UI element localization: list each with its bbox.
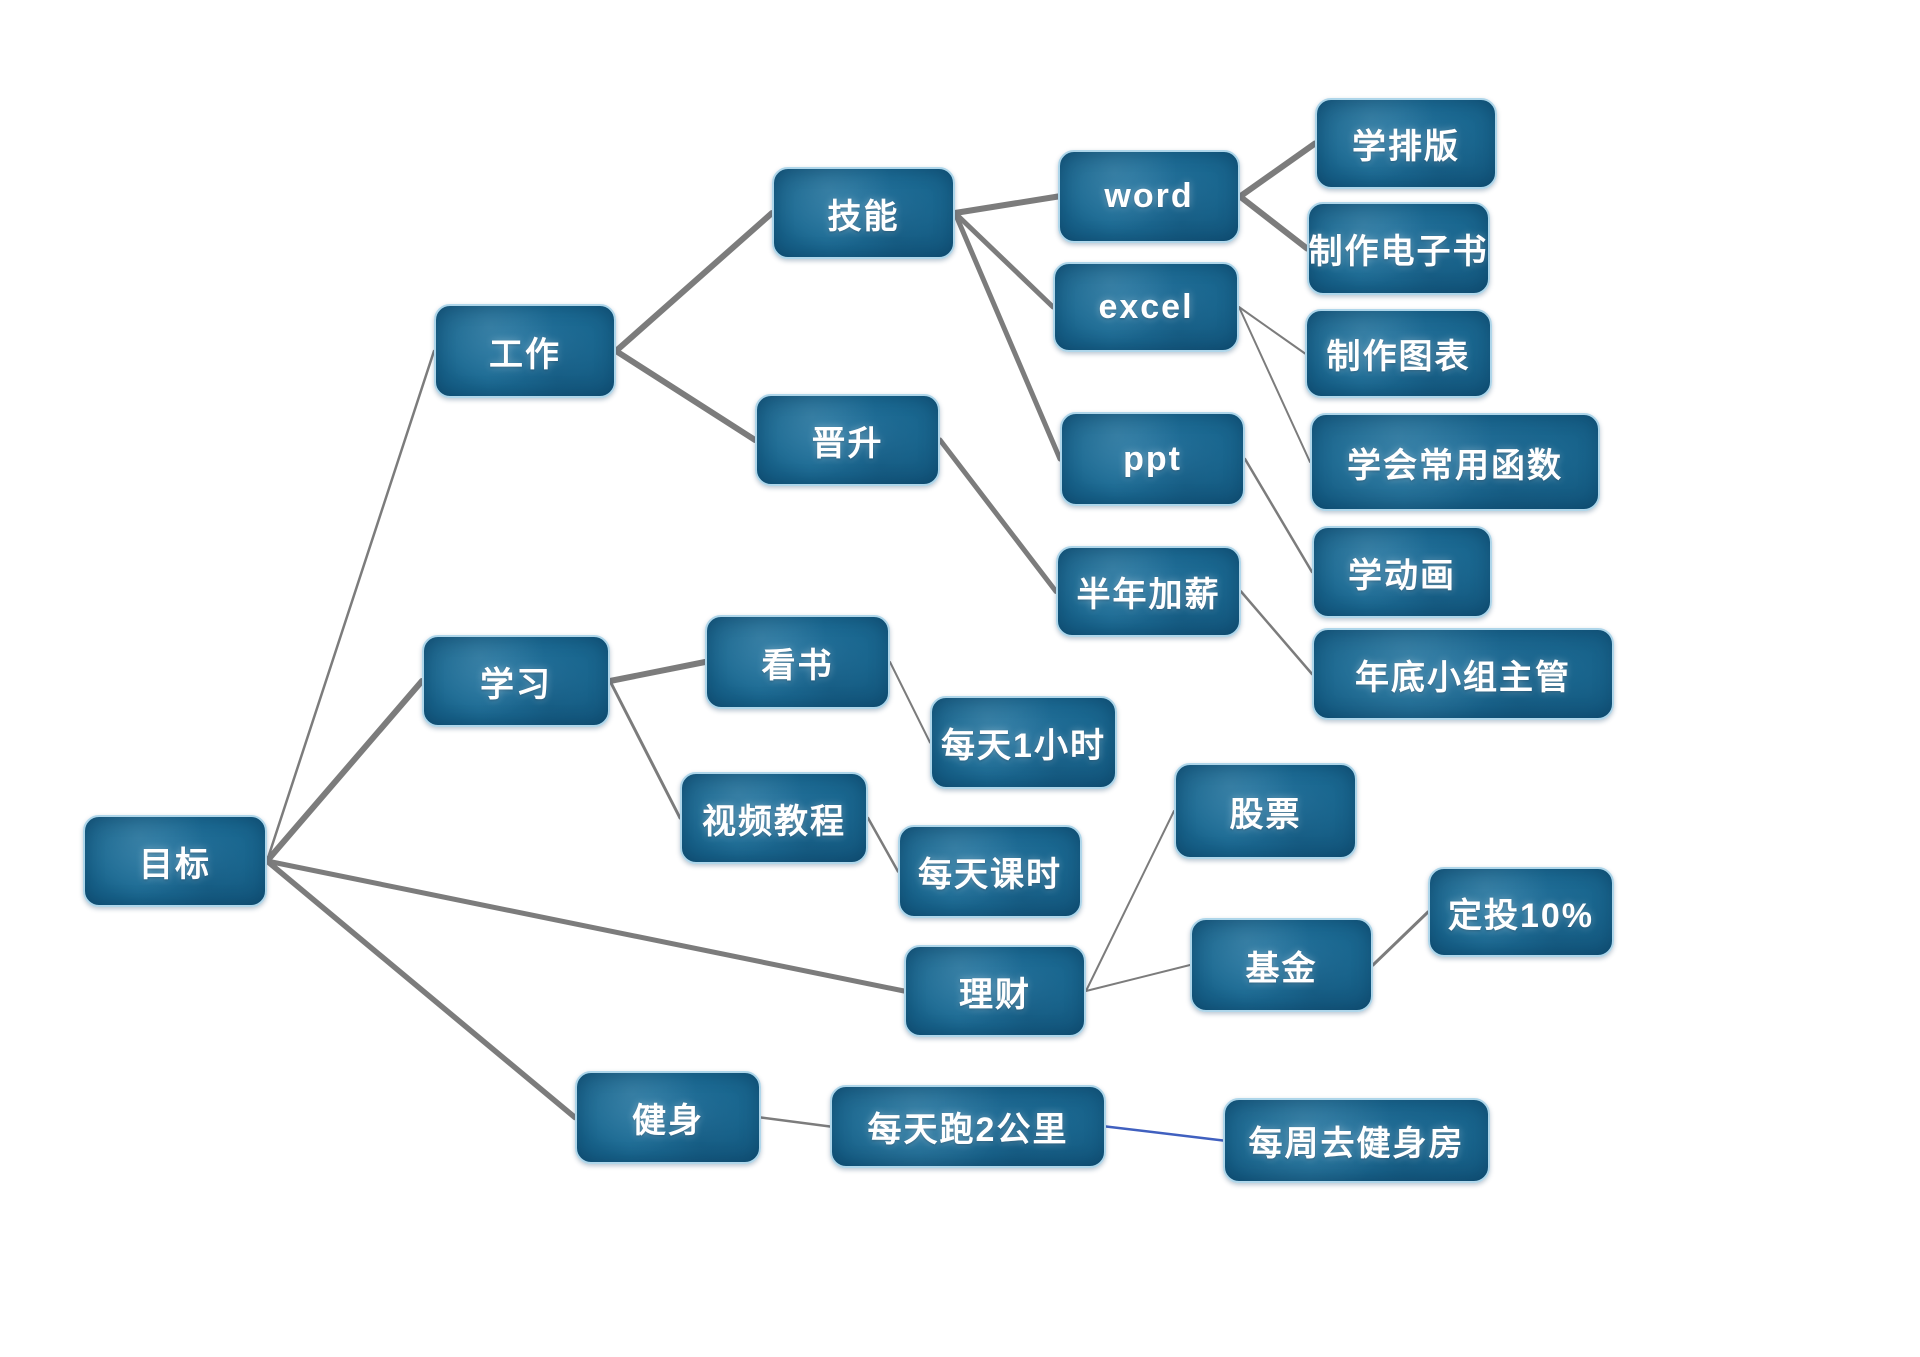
node-label-invest: 定投10% (1447, 896, 1595, 935)
node-label-functions: 学会常用函数 (1347, 446, 1563, 485)
edge-funds-invest (1371, 910, 1430, 967)
mindmap-node-word[interactable]: word (1058, 150, 1240, 243)
mindmap-node-lessons[interactable]: 每天课时 (898, 825, 1082, 918)
mindmap-node-video[interactable]: 视频教程 (680, 772, 868, 864)
edge-goal-fitness (264, 858, 578, 1121)
node-label-stocks: 股票 (1229, 795, 1302, 834)
mindmap-node-fitness[interactable]: 健身 (575, 1071, 761, 1164)
edge-excel-charts (1238, 306, 1306, 355)
edge-promotion-raise (937, 437, 1059, 594)
edge-raise-leader (1239, 590, 1314, 676)
mindmap-node-ebook[interactable]: 制作电子书 (1307, 202, 1490, 295)
edge-work-promotion (613, 348, 758, 443)
edge-ppt-animation (1243, 457, 1314, 574)
node-label-gym: 每周去健身房 (1248, 1125, 1465, 1163)
node-label-video: 视频教程 (702, 802, 846, 841)
node-label-study: 学习 (480, 665, 552, 704)
node-label-raise: 半年加薪 (1076, 576, 1221, 614)
node-label-work: 工作 (489, 335, 561, 374)
edge-skill-word (952, 193, 1061, 216)
edge-video-lessons (866, 816, 900, 873)
mindmap-node-gym[interactable]: 每周去健身房 (1223, 1098, 1490, 1183)
edge-study-reading (607, 659, 708, 684)
edge-skill-excel (952, 210, 1056, 310)
edge-word-ebook (1237, 193, 1310, 252)
mindmap-node-study[interactable]: 学习 (422, 635, 610, 727)
mindmap-node-invest[interactable]: 定投10% (1428, 867, 1614, 957)
node-label-excel: excel (1098, 287, 1194, 326)
node-label-typesetting: 学排版 (1352, 128, 1460, 166)
mindmap-node-hour[interactable]: 每天1小时 (930, 696, 1117, 789)
mindmap-node-finance[interactable]: 理财 (904, 945, 1086, 1037)
edge-work-skill (613, 210, 775, 354)
edge-fitness-run (759, 1116, 832, 1128)
edge-finance-funds (1085, 964, 1191, 992)
node-label-lessons: 每天课时 (918, 856, 1062, 894)
node-label-word: word (1104, 177, 1194, 215)
edge-excel-functions (1238, 306, 1311, 463)
mindmap-node-goal[interactable]: 目标 (83, 815, 267, 907)
node-label-fitness: 健身 (632, 1102, 704, 1140)
mindmap-node-functions[interactable]: 学会常用函数 (1310, 413, 1600, 511)
node-label-reading: 看书 (761, 646, 834, 685)
mindmap-node-stocks[interactable]: 股票 (1174, 763, 1357, 859)
mindmap-node-skill[interactable]: 技能 (772, 167, 955, 259)
edge-word-typesetting (1237, 140, 1318, 200)
mindmap-node-raise[interactable]: 半年加薪 (1056, 546, 1241, 637)
edge-finance-stocks (1085, 810, 1175, 992)
node-label-hour: 每天1小时 (941, 727, 1106, 765)
node-label-skill: 技能 (827, 197, 900, 236)
edge-run-gym (1104, 1125, 1225, 1142)
edge-study-video (608, 679, 682, 820)
node-label-animation: 学动画 (1348, 556, 1456, 595)
mindmap-node-excel[interactable]: excel (1053, 262, 1239, 352)
node-label-leader: 年底小组主管 (1355, 658, 1571, 697)
mindmap-node-animation[interactable]: 学动画 (1312, 526, 1492, 618)
node-label-ppt: ppt (1123, 439, 1182, 478)
mindmap-node-charts[interactable]: 制作图表 (1305, 309, 1492, 398)
node-label-goal: 目标 (139, 845, 211, 884)
mindmap-node-run[interactable]: 每天跑2公里 (830, 1085, 1106, 1168)
node-label-run: 每天跑2公里 (867, 1111, 1069, 1149)
mindmap-node-reading[interactable]: 看书 (705, 615, 890, 709)
edge-goal-finance (264, 858, 907, 994)
edge-reading-hour (889, 661, 931, 744)
node-label-charts: 制作图表 (1326, 338, 1471, 376)
mindmap-node-ppt[interactable]: ppt (1060, 412, 1245, 506)
mindmap-node-funds[interactable]: 基金 (1190, 918, 1373, 1012)
edge-goal-study (264, 678, 425, 864)
mindmap-node-work[interactable]: 工作 (434, 304, 616, 398)
node-label-promotion: 晋升 (811, 424, 884, 463)
node-label-funds: 基金 (1245, 949, 1318, 988)
edge-goal-work (265, 349, 436, 863)
edge-skill-ppt (952, 210, 1063, 462)
mindmap-node-leader[interactable]: 年底小组主管 (1312, 628, 1614, 720)
mindmap-node-typesetting[interactable]: 学排版 (1315, 98, 1497, 189)
node-label-finance: 理财 (959, 975, 1031, 1014)
mindmap-node-promotion[interactable]: 晋升 (755, 394, 940, 486)
node-label-ebook: 制作电子书 (1308, 233, 1489, 271)
